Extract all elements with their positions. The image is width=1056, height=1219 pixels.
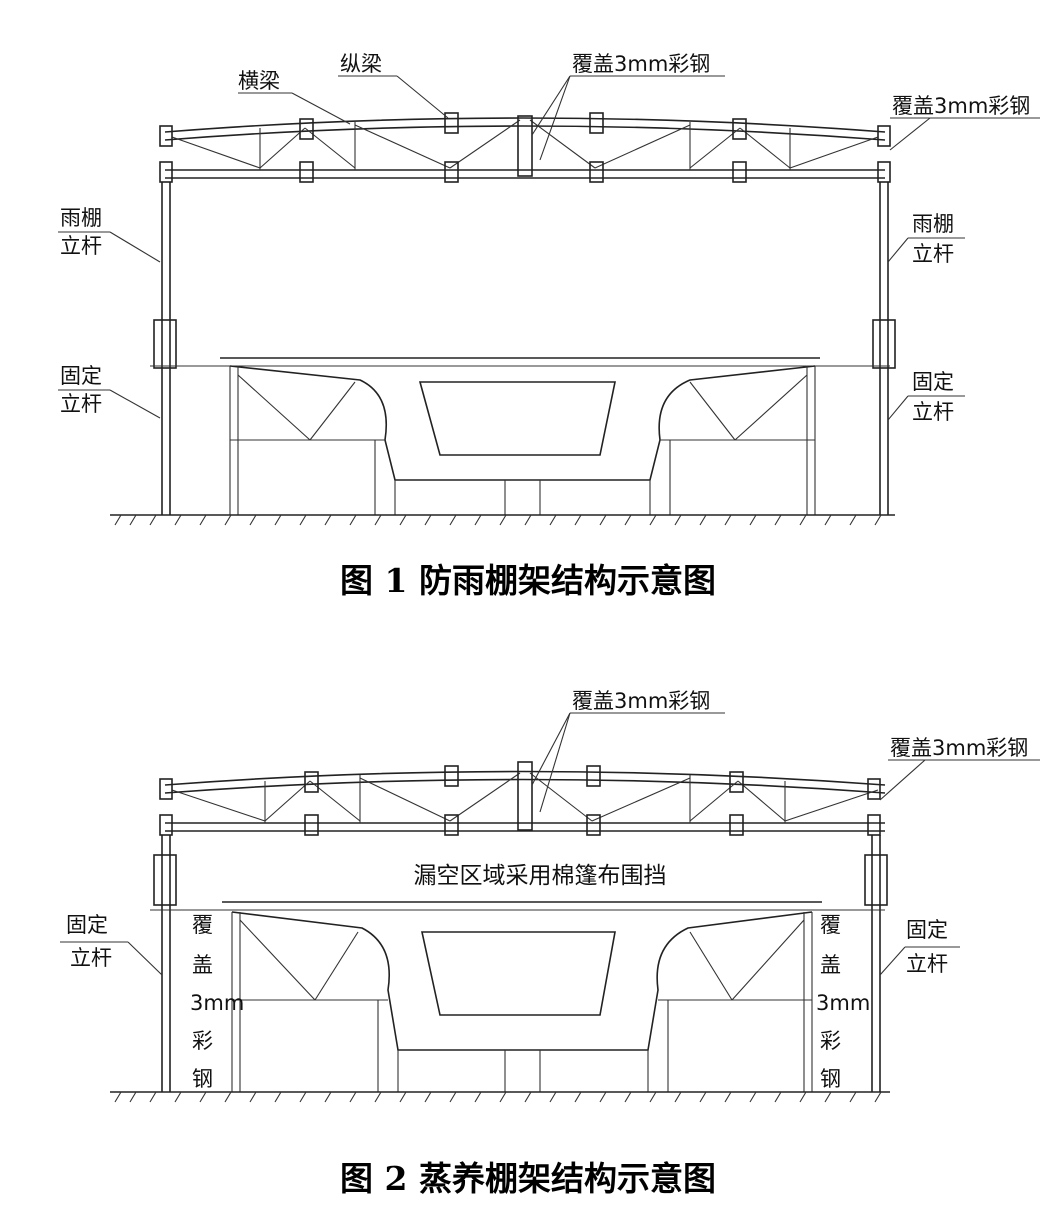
side-cover-right-char: 盖 xyxy=(820,953,841,977)
roof-truss-2 xyxy=(159,761,886,836)
label-fixed-pole-right-1: 固定 xyxy=(912,370,954,394)
rain-poles xyxy=(153,182,896,515)
side-cover-left-char: 彩 xyxy=(192,1029,213,1053)
bridge-girder-2 xyxy=(150,901,885,1092)
side-cover-left-label: 覆 盖 3mm 彩 钢 xyxy=(190,913,244,1091)
roof-truss xyxy=(159,112,891,183)
label-fixed-pole-right-2-2: 立杆 xyxy=(906,952,948,976)
label-rain-pole-left-1: 雨棚 xyxy=(60,206,102,230)
figure-2-caption: 图 2 蒸养棚架结构示意图 xyxy=(340,1159,716,1198)
side-cover-left-char: 盖 xyxy=(192,953,213,977)
label-fixed-pole-left-1-2: 固定 xyxy=(66,913,108,937)
label-cover-top: 覆盖3mm彩钢 xyxy=(572,52,710,76)
side-cover-right-char: 钢 xyxy=(820,1067,841,1091)
label-cover-right-2: 覆盖3mm彩钢 xyxy=(890,736,1028,760)
fixed-poles-2 xyxy=(153,835,888,1092)
figure-1: 横梁 纵梁 覆盖3mm彩钢 覆盖3mm彩钢 雨棚 立杆 雨棚 立杆 固定 立杆 … xyxy=(58,52,1040,600)
leader-lines-fig1 xyxy=(58,75,1040,421)
leader-lines-fig2 xyxy=(60,712,1040,976)
side-cover-right-label: 覆 盖 3mm 彩 钢 xyxy=(816,913,870,1091)
side-cover-left-char: 钢 xyxy=(192,1067,213,1091)
joint-plates xyxy=(159,112,891,183)
label-fixed-pole-right-2: 立杆 xyxy=(912,400,954,424)
label-rain-pole-right-1: 雨棚 xyxy=(912,212,954,236)
label-fixed-pole-left-2: 立杆 xyxy=(60,392,102,416)
side-cover-right-char: 覆 xyxy=(820,913,841,937)
label-cover-top-2: 覆盖3mm彩钢 xyxy=(572,689,710,713)
label-fixed-pole-left-1: 固定 xyxy=(60,364,102,388)
label-longitudinal-beam: 纵梁 xyxy=(340,52,382,76)
figure-2: 覆盖3mm彩钢 覆盖3mm彩钢 漏空区域采用棉篷布围挡 固定 立杆 固定 立杆 … xyxy=(60,689,1040,1198)
label-hollow-enclosure-note: 漏空区域采用棉篷布围挡 xyxy=(414,863,667,889)
side-cover-left-char: 覆 xyxy=(192,913,213,937)
label-rain-pole-left-2: 立杆 xyxy=(60,234,102,258)
label-fixed-pole-right-1-2: 固定 xyxy=(906,918,948,942)
label-cover-right: 覆盖3mm彩钢 xyxy=(892,94,1030,118)
label-cross-beam: 横梁 xyxy=(238,69,280,93)
side-cover-left-char: 3mm xyxy=(190,991,244,1015)
ground-line-2 xyxy=(110,1091,890,1103)
bridge-girder xyxy=(150,357,890,515)
joint-plates-2 xyxy=(159,761,881,836)
label-fixed-pole-left-2-2: 立杆 xyxy=(70,946,112,970)
side-cover-right-char: 3mm xyxy=(816,991,870,1015)
ground-line xyxy=(110,514,895,526)
figure-1-caption: 图 1 防雨棚架结构示意图 xyxy=(340,561,716,600)
label-rain-pole-right-2: 立杆 xyxy=(912,242,954,266)
side-cover-right-char: 彩 xyxy=(820,1029,841,1053)
